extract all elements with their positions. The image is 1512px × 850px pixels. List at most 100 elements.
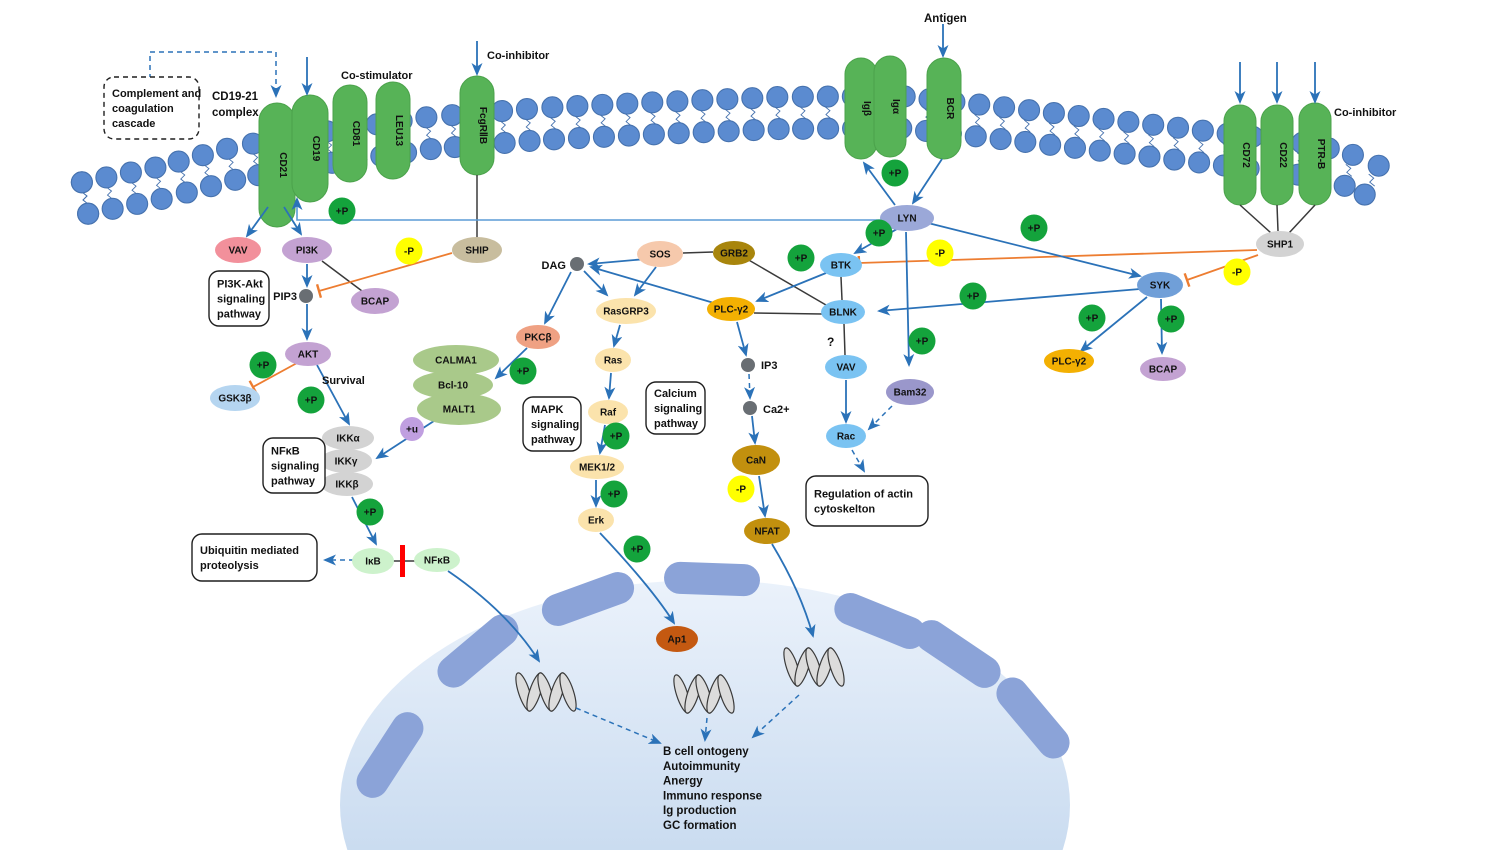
node-shape (821, 300, 865, 324)
pathway-box-text: Calcium (654, 388, 697, 400)
lipid-tail (624, 113, 632, 126)
nuclear-pore (996, 677, 1070, 759)
badge-plus-icon: +P (959, 282, 987, 310)
dna-helix-icon (673, 674, 735, 714)
badge-label: +P (967, 292, 980, 303)
badge-plus-icon: +P (1157, 305, 1185, 333)
connections (149, 24, 1321, 744)
inhibit-akt-gsk3b (252, 362, 298, 388)
pathway-box-text: signaling (271, 461, 319, 473)
lipid-head (175, 181, 198, 204)
node-can: CaN (732, 445, 780, 475)
outcome-list: B cell ontogenyAutoimmunityAnergyImmuno … (663, 746, 762, 832)
lipid-tail (179, 170, 187, 184)
badge-plus-icon: +P (908, 327, 936, 355)
nuclear-pore (664, 561, 760, 597)
lipid-head (993, 96, 1016, 119)
receptor-label: CD81 (350, 121, 361, 147)
lipid-tail (724, 108, 732, 122)
node-label: BTK (831, 261, 852, 272)
badge-minus-icon: -P (926, 239, 954, 267)
lipid-head (591, 93, 614, 116)
association-line (1239, 204, 1272, 234)
node-label: PKCβ (524, 333, 551, 344)
association-line (840, 276, 843, 301)
badge-label: +P (795, 254, 808, 265)
outcome-item: GC formation (663, 820, 736, 832)
lipid-head (717, 120, 740, 143)
dot-pip3 (299, 289, 313, 303)
node-plcg2_r: PLC-γ2 (1044, 349, 1094, 373)
nuclear-pore (915, 620, 1001, 688)
node-shape (707, 297, 755, 321)
receptor-capsule (375, 81, 411, 180)
lipid-head (167, 150, 190, 173)
pathway-box-text: PI3K-Akt (217, 279, 263, 291)
badge-label: +P (517, 367, 530, 378)
node-rac: Rac (826, 424, 866, 448)
node-label: Erk (588, 516, 605, 527)
node-plcg2_c: PLC-γ2 (707, 297, 755, 321)
badge-label: +P (364, 508, 377, 519)
node-akt: AKT (285, 342, 331, 366)
receptor-capsule (258, 102, 296, 228)
badge-label: +P (305, 396, 318, 407)
badge-label: +P (1028, 224, 1041, 235)
inhibit-shp1-btk (858, 249, 1258, 264)
node-shape (282, 237, 332, 263)
nfat-dna-curve (771, 543, 816, 638)
badge-plus-icon: +P (881, 159, 909, 187)
receptor-label: Igα (890, 99, 901, 115)
badge-label: +P (916, 337, 929, 348)
lipid-head (964, 125, 987, 148)
node-label: PI3K (296, 246, 319, 257)
node-gsk3b: GSK3β (210, 385, 260, 411)
node-ras: Ras (595, 348, 631, 372)
lipid-tail (1098, 128, 1105, 142)
node-label: IKKα (336, 434, 360, 445)
signal-arrow (494, 347, 528, 380)
pathway-box-text: signaling (531, 419, 579, 431)
pathway-box-text: cytoskelton (814, 504, 875, 516)
pathway-box-text: pathway (271, 476, 316, 488)
lipid-head (1088, 139, 1111, 162)
node-label: GSK3β (218, 394, 251, 405)
badge-plus-icon: +P (1020, 214, 1048, 242)
node-shape (417, 393, 501, 425)
dashed-arrow (867, 405, 893, 431)
node-nfkb: NFκB (414, 548, 460, 572)
node-shape (351, 288, 399, 314)
badge-circle (1078, 304, 1106, 332)
badge-circle (602, 422, 630, 450)
lipid-head (1188, 151, 1211, 174)
node-label: PLC-γ2 (1052, 357, 1087, 368)
signal-arrow (245, 206, 269, 238)
badge-circle (1020, 214, 1048, 242)
association-line (1276, 204, 1279, 232)
node-label: NFκB (424, 556, 450, 567)
node-shape (352, 548, 394, 574)
lipid-head (567, 127, 591, 150)
badge-circle (1157, 305, 1185, 333)
lipid-tail (824, 106, 832, 119)
dashed-arrow (149, 51, 282, 98)
badge-circle (926, 239, 954, 267)
node-shape (321, 472, 373, 496)
node-shape (595, 348, 631, 372)
nucleus (340, 561, 1070, 850)
badge-plus-icon: +P (787, 244, 815, 272)
signal-arrow (611, 324, 623, 348)
badge-minus-icon: -P (1223, 258, 1251, 286)
badge-label: +P (336, 207, 349, 218)
pathway-box-frame (191, 533, 318, 582)
lipid-tail (106, 186, 113, 200)
nucleus-body (340, 580, 1070, 850)
node-vav_m: VAV (825, 355, 867, 379)
node-shape (322, 426, 374, 450)
node-label: VAV (228, 246, 247, 257)
outcome-item: B cell ontogeny (663, 746, 749, 758)
annotation-coinh_l: Co-inhibitor (487, 50, 550, 62)
